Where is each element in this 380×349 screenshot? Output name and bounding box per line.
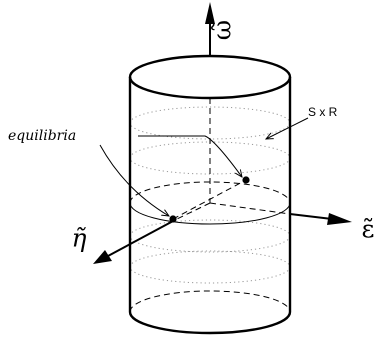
epsilon-axis-label: ε̃ <box>362 215 375 244</box>
equilibria-leader-back <box>138 135 242 177</box>
eta-axis-hidden <box>174 202 211 221</box>
omega-arrowhead <box>205 2 215 24</box>
epsilon-axis <box>289 213 333 220</box>
epsilon-axis-hidden <box>209 202 291 215</box>
eta-arrowhead <box>93 250 112 264</box>
equilibrium-point-back <box>242 176 250 184</box>
equilibria-leader-front <box>99 144 169 216</box>
eta-axis-label: η̃ <box>72 224 87 253</box>
dotted-ring-3 <box>129 219 291 253</box>
eta-axis <box>107 219 176 257</box>
equilibria-segment-hidden <box>172 179 247 220</box>
surface-label: S x R <box>308 105 338 119</box>
omega-axis-label: ω̃ <box>208 20 237 40</box>
equilibrium-point-front <box>169 215 177 223</box>
equilibria-label: equilibria <box>8 128 76 144</box>
cylinder-bottom-front <box>128 311 292 335</box>
dotted-ring-4 <box>129 250 291 284</box>
surface-leader <box>266 117 309 139</box>
epsilon-arrowhead <box>327 213 352 225</box>
cylinder-top-rim <box>128 54 292 100</box>
bottom-back-dashed <box>129 290 291 313</box>
